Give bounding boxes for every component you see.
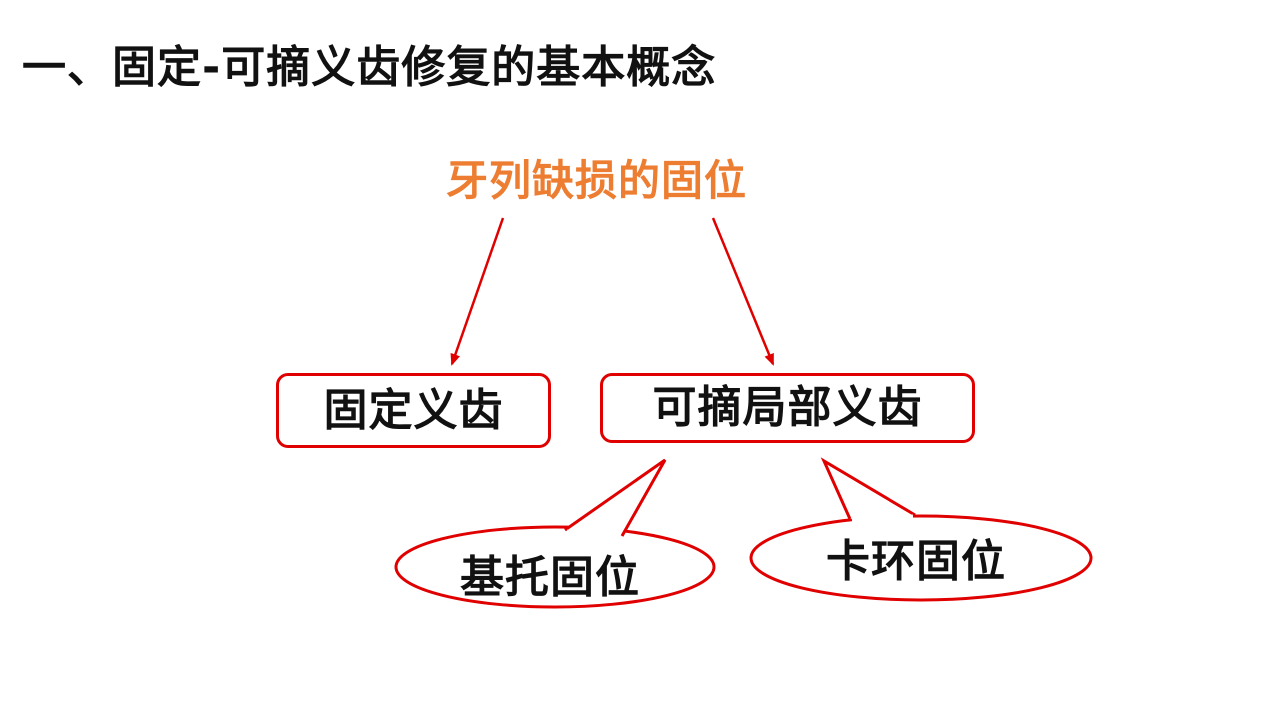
base-retention-label: 基托固位	[460, 552, 640, 603]
fixed-denture-box: 固定义齿	[276, 373, 551, 448]
callout-clasp-bubble	[749, 457, 1093, 602]
clasp-retention-label: 卡环固位	[826, 536, 1006, 587]
removable-partial-denture-box: 可摘局部义齿	[600, 373, 975, 443]
slide-title: 一、固定-可摘义齿修复的基本概念	[22, 42, 717, 93]
root-node-label: 牙列缺损的固位	[446, 156, 748, 205]
removable-partial-denture-label: 可摘局部义齿	[652, 382, 923, 433]
callout-abutment-bubble	[394, 458, 716, 609]
arrow-to-fixed-denture	[450, 217, 505, 366]
arrow-to-removable-denture	[711, 217, 775, 366]
fixed-denture-label: 固定义齿	[323, 384, 504, 436]
